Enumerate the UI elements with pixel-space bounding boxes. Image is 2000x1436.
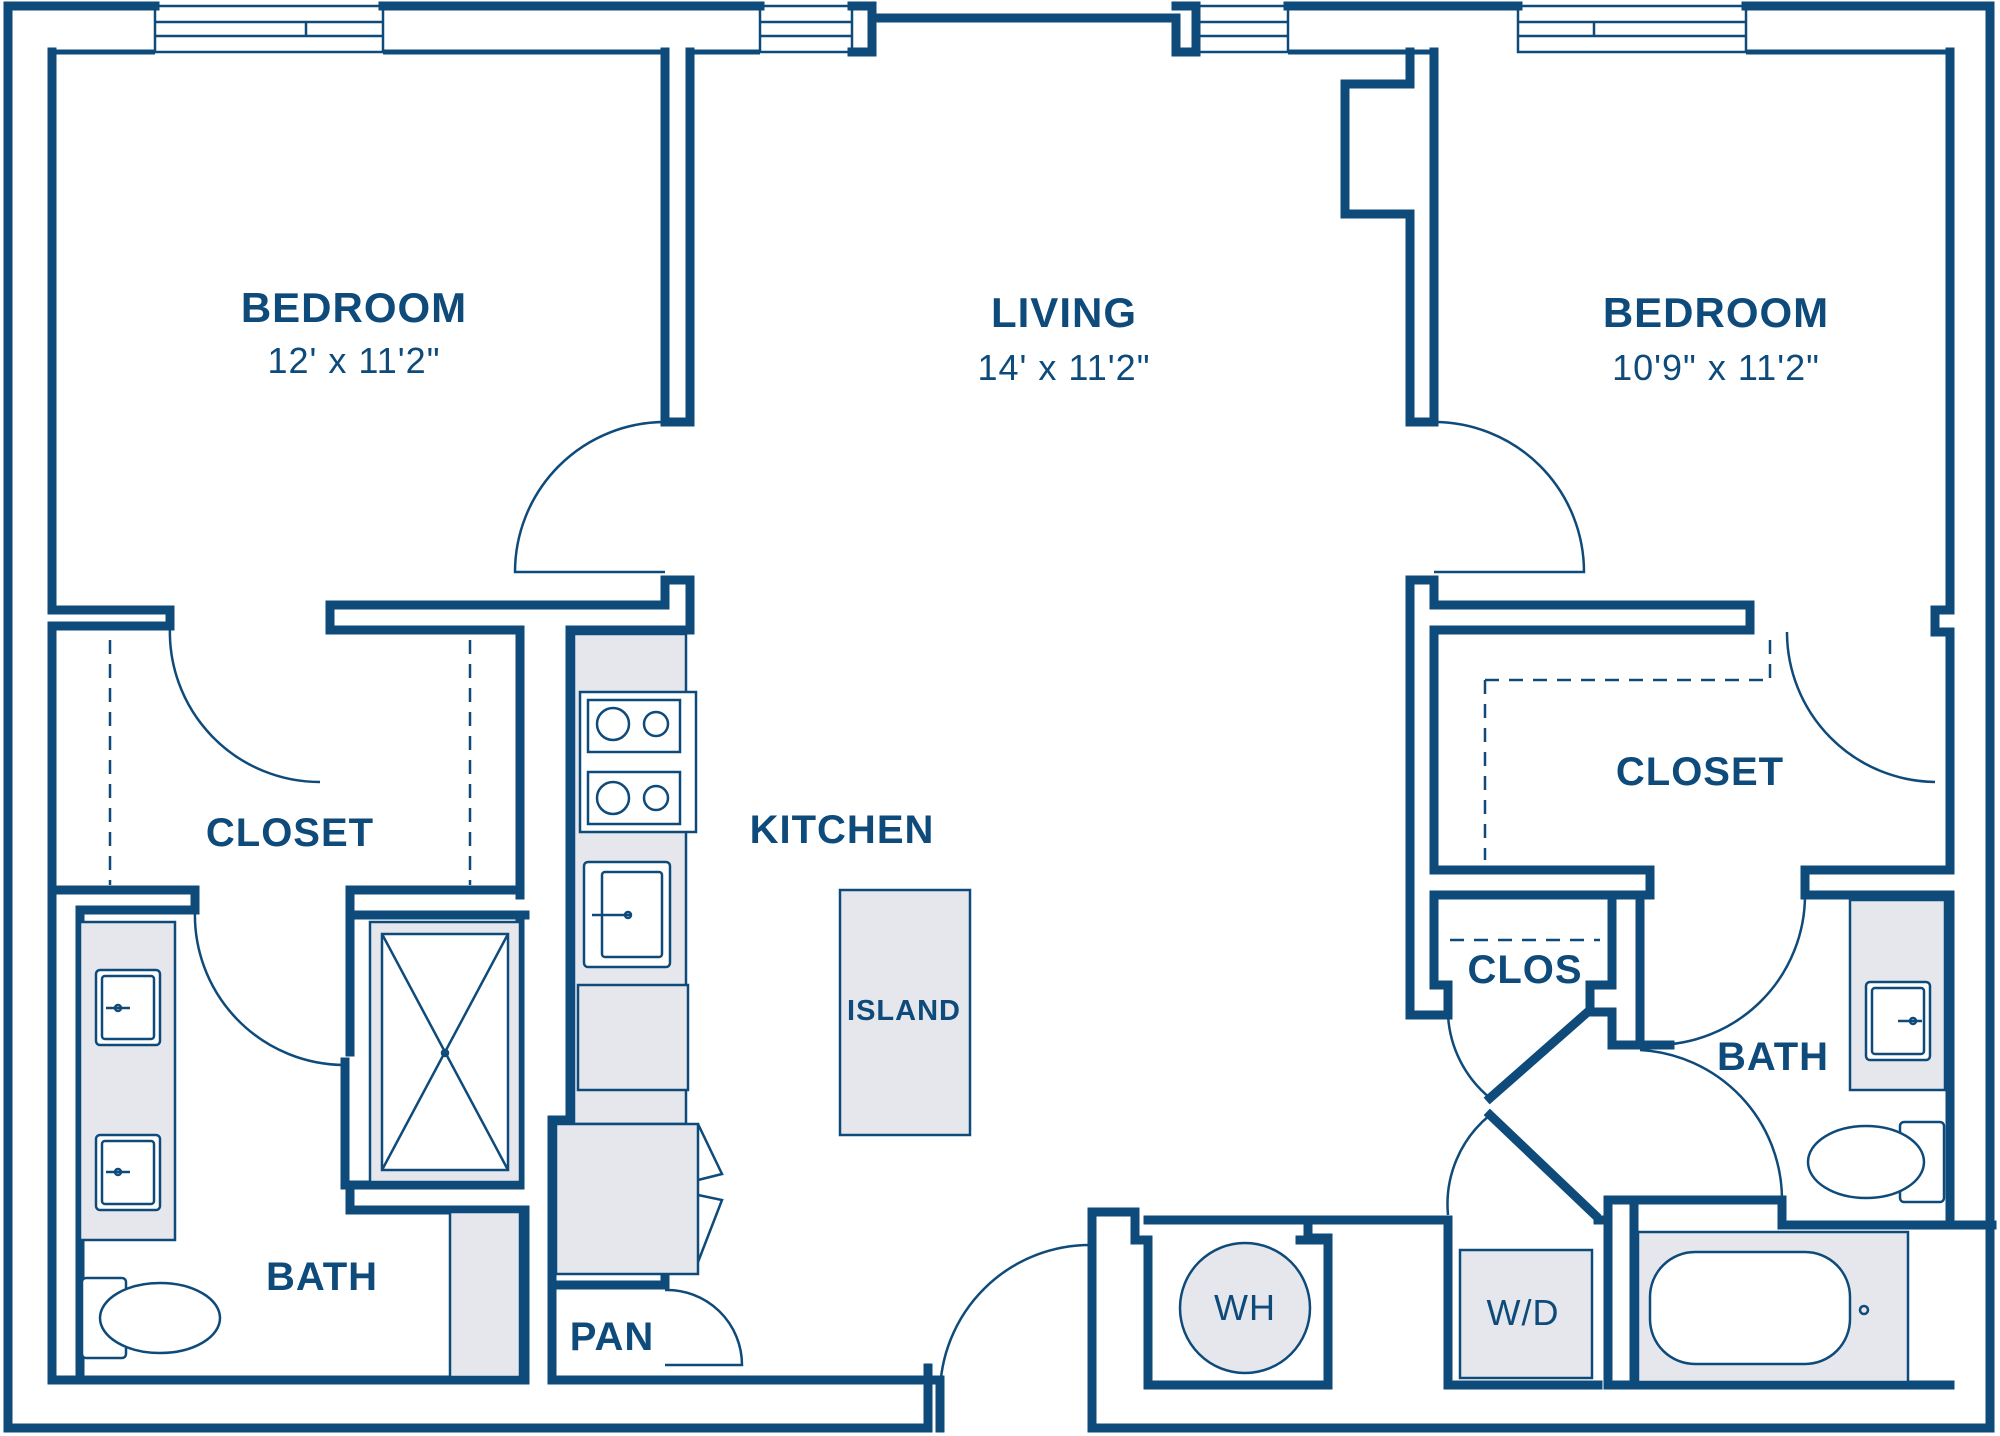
window-bedroom-left xyxy=(153,4,385,54)
label-bedroom-right: BEDROOM xyxy=(1603,289,1829,336)
doors xyxy=(168,420,1936,1396)
label-island: ISLAND xyxy=(847,995,961,1027)
window-bedroom-right xyxy=(1516,4,1748,54)
door-clos xyxy=(1446,1014,1491,1099)
door-bath-right xyxy=(1654,894,1807,1047)
dim-living: 14' x 11'2" xyxy=(978,347,1151,388)
label-kitchen: KITCHEN xyxy=(750,808,935,852)
toilet-right-icon xyxy=(1806,1120,1946,1204)
door-laundry xyxy=(1446,1114,1491,1216)
door-closet-left xyxy=(168,625,321,784)
label-bedroom-left: BEDROOM xyxy=(241,284,467,331)
kitchen-island xyxy=(838,888,972,1137)
vanity-left xyxy=(78,920,177,1242)
vanity-right xyxy=(1848,898,1947,1092)
dim-bedroom-left: 12' x 11'2" xyxy=(268,340,441,381)
room-labels: BEDROOM 12' x 11'2" LIVING 14' x 11'2" B… xyxy=(206,284,1829,1359)
label-closet-right: CLOSET xyxy=(1616,750,1784,794)
windows xyxy=(153,4,1748,54)
dim-bedroom-right: 10'9" x 11'2" xyxy=(1612,347,1820,388)
toilet-left-icon xyxy=(80,1276,222,1360)
door-closet-right xyxy=(1785,631,1936,784)
kitchen-counter xyxy=(554,632,724,1276)
bathtub-icon xyxy=(1636,1230,1910,1384)
door-pantry xyxy=(664,1288,744,1367)
door-bedroom-left xyxy=(513,420,666,574)
label-bath-right: BATH xyxy=(1717,1035,1829,1079)
label-living: LIVING xyxy=(991,289,1137,336)
shower-left xyxy=(368,920,522,1184)
door-entry xyxy=(938,1243,1093,1396)
door-bath-right-2 xyxy=(1639,1048,1784,1201)
label-closet-left: CLOSET xyxy=(206,811,374,855)
label-washer-dryer: W/D xyxy=(1487,1292,1560,1333)
window-living-left xyxy=(758,4,854,54)
closet-rods xyxy=(108,640,1772,942)
door-bedroom-right xyxy=(1433,420,1586,574)
window-living-right xyxy=(1194,4,1290,54)
label-water-heater: WH xyxy=(1214,1287,1276,1328)
washer-dryer-icon xyxy=(1458,1248,1594,1380)
label-bath-left: BATH xyxy=(266,1255,378,1299)
label-clos: CLOS xyxy=(1467,948,1582,992)
walls xyxy=(3,1,1997,1433)
door-bath-left xyxy=(193,909,346,1067)
water-heater-icon xyxy=(1178,1241,1312,1375)
linen-cabinet-left xyxy=(448,1210,522,1379)
label-pantry: PAN xyxy=(570,1315,654,1359)
